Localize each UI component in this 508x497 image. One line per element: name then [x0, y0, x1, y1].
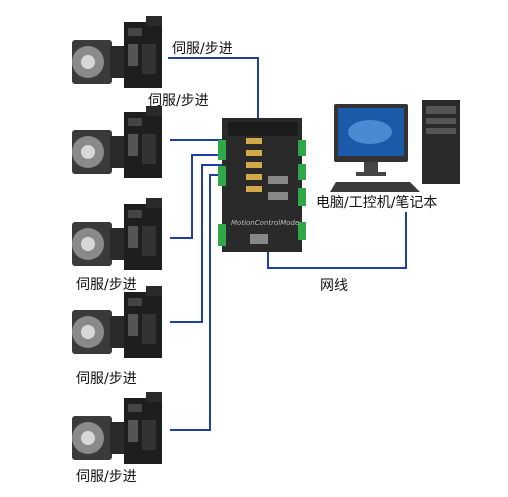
servo-motor-icon — [72, 416, 124, 460]
keyboard — [330, 182, 420, 192]
servo-motor-icon — [72, 40, 124, 84]
computer-icon — [330, 96, 470, 196]
servo-driver-icon — [124, 392, 162, 464]
label-servo-1: 伺服/步进 — [172, 38, 233, 58]
label-servo-5: 伺服/步进 — [76, 466, 137, 486]
servo-unit-3 — [66, 196, 172, 276]
controller-brand-text: MotionControlMode — [231, 219, 299, 227]
monitor — [334, 104, 408, 176]
motion-controller-icon — [216, 114, 308, 256]
label-servo-4: 伺服/步进 — [76, 368, 137, 388]
pc-tower — [422, 100, 460, 184]
servo-motor-icon — [72, 310, 124, 354]
servo-motor-icon — [72, 130, 124, 174]
servo-driver-icon — [124, 16, 162, 88]
servo-driver-icon — [124, 198, 162, 270]
servo-driver-icon — [124, 286, 162, 358]
servo-motor-icon — [72, 222, 124, 266]
servo-unit-5 — [66, 390, 172, 470]
label-servo-3: 伺服/步进 — [76, 274, 137, 294]
servo-unit-2 — [66, 104, 172, 184]
label-network: 网线 — [320, 275, 348, 295]
label-servo-2: 伺服/步进 — [148, 90, 209, 110]
label-computer: 电脑/工控机/笔记本 — [316, 192, 437, 212]
servo-unit-1 — [66, 14, 172, 94]
servo-unit-4 — [66, 284, 172, 364]
servo-driver-icon — [124, 106, 162, 178]
